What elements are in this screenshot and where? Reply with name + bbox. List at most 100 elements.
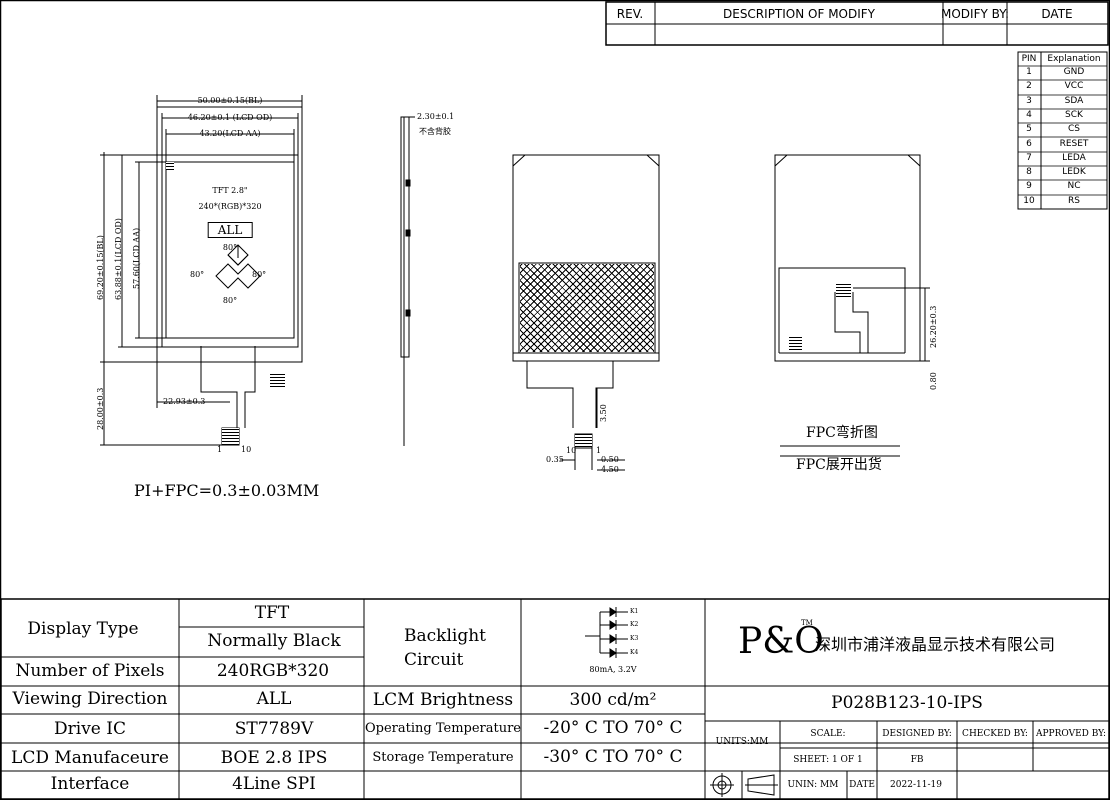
pin-number: 2 — [1026, 81, 1032, 92]
pin-function: SDA — [1064, 95, 1084, 106]
pin-number: 10 — [1023, 195, 1035, 206]
back-pin-10: 10 — [566, 446, 577, 455]
back-connector-pad — [575, 434, 592, 447]
viewing-label: Viewing Direction — [12, 689, 168, 709]
pin-number: 3 — [1026, 95, 1032, 106]
display-type-value-tft: TFT — [254, 603, 290, 623]
pixels-label: Number of Pixels — [15, 661, 165, 681]
screen-resolution: 240*(RGB)*320 — [198, 202, 262, 211]
dim-od-width: 46.20±0.1 (LCD OD) — [187, 113, 273, 122]
backlight-circuit-label: Backlight Circuit — [404, 626, 486, 670]
thickness-value: 2.30±0.1 — [417, 112, 455, 121]
unin-label: UNIN: MM — [787, 780, 839, 790]
angle-bottom: 80° — [222, 296, 238, 305]
corner-pad — [166, 162, 174, 170]
thickness-note: 不含背胶 — [419, 127, 451, 136]
dim-0-50: 0.50 — [601, 455, 619, 464]
st-temp-label: Storage Temperature — [372, 750, 514, 765]
scale-label: SCALE: — [810, 729, 846, 739]
pin-function: GND — [1063, 67, 1085, 77]
bent-connector-pad — [789, 337, 802, 350]
pin-number: 6 — [1026, 138, 1032, 149]
backlight-note: 80mA, 3.2V — [589, 665, 637, 674]
led-k1: K1 — [630, 608, 639, 615]
viewing-value: ALL — [256, 689, 292, 709]
fpc-ic-pad — [270, 372, 285, 387]
pin-function: NC — [1067, 181, 1081, 192]
dim-4-50: 4.50 — [601, 465, 619, 474]
dim-aa-height: 57.60(LCD AA) — [132, 227, 141, 289]
drive-ic-label: Drive IC — [54, 719, 126, 739]
dim-26-20: 26.20±0.3 — [929, 305, 938, 348]
brightness-label: LCM Brightness — [372, 690, 514, 710]
angle-top: 80° — [222, 243, 238, 252]
pin-number: 1 — [1026, 67, 1032, 77]
date-label: DATE — [849, 780, 875, 790]
display-type-value-mode: Normally Black — [207, 631, 341, 651]
pin-number: 4 — [1026, 109, 1032, 120]
pin-function: SCK — [1065, 109, 1083, 120]
pin-function: LEDA — [1062, 152, 1086, 163]
pin-number: 9 — [1026, 181, 1032, 192]
interface-value: 4Line SPI — [232, 774, 316, 794]
logo-trademark: TM — [801, 619, 813, 627]
display-type-label: Display Type — [27, 619, 139, 639]
date-value: 2022-11-19 — [890, 780, 942, 790]
dim-fpc-offset: 22.93±0.3 — [163, 397, 206, 406]
sheet-label: SHEET: 1 OF 1 — [793, 755, 863, 765]
brightness-value: 300 cd/m² — [569, 690, 657, 710]
drive-ic-value: ST7789V — [234, 719, 314, 739]
pin-function: VCC — [1064, 81, 1084, 92]
manufacturer-value: BOE 2.8 IPS — [220, 748, 328, 768]
op-temp-label: Operating Temperature — [364, 721, 522, 736]
fpc-bent-label: FPC弯折图 — [806, 425, 878, 441]
manufacturer-label: LCD Manufaceure — [11, 748, 169, 768]
part-number: P028B123-10-IPS — [831, 693, 983, 713]
interface-label: Interface — [50, 774, 130, 794]
backlight-hatch-area — [520, 264, 654, 352]
dim-aa-width: 43.20(LCD AA) — [199, 129, 261, 138]
st-temp-value: -30° C TO 70° C — [543, 747, 683, 767]
led-k3: K3 — [630, 635, 639, 642]
pin-number: 5 — [1026, 124, 1032, 135]
pin-function: RS — [1068, 195, 1080, 206]
company-logo: P&O — [738, 621, 824, 662]
pin-function: CS — [1068, 124, 1080, 135]
angle-right: 80° — [252, 270, 267, 279]
fpc-flat-label: FPC展开出货 — [796, 457, 882, 473]
back-pin-1: 1 — [596, 446, 602, 455]
screen-title: TFT 2.8" — [212, 186, 248, 195]
pin-number: 8 — [1026, 167, 1032, 178]
company-name: 深圳市浦洋液晶显示技术有限公司 — [815, 635, 1056, 654]
pixels-value: 240RGB*320 — [216, 661, 330, 681]
dim-0-35: 0.35 — [546, 455, 564, 464]
designer-name: FB — [910, 755, 924, 765]
dim-bl-width: 50.00±0.15(BL) — [197, 96, 263, 105]
dim-3-50: 3.50 — [599, 404, 608, 422]
date-header: DATE — [1041, 7, 1073, 21]
led-k2: K2 — [630, 621, 639, 628]
checked-by-label: CHECKED BY: — [962, 729, 1028, 739]
pin-number: 7 — [1026, 152, 1032, 163]
units-label: UNITS:MM — [715, 737, 769, 747]
dim-fpc-length: 28.00±0.3 — [96, 387, 105, 430]
pin-function: RESET — [1059, 138, 1089, 149]
screen-view-box: ALL — [207, 222, 253, 238]
op-temp-value: -20° C TO 70° C — [543, 718, 683, 738]
pin-header: PIN — [1021, 54, 1037, 64]
fpc-connector-pad — [222, 428, 239, 445]
fpc-pin-first: 1 — [217, 445, 223, 454]
description-header: DESCRIPTION OF MODIFY — [722, 7, 876, 21]
designed-by-label: DESIGNED BY: — [882, 729, 952, 739]
thickness-label: PI+FPC=0.3±0.03MM — [134, 481, 320, 500]
modify-by-header: MODIFY BY: — [941, 7, 1009, 21]
explanation-header: Explanation — [1047, 54, 1101, 64]
dim-0-80: 0.80 — [929, 372, 938, 390]
pin-function: LEDK — [1062, 167, 1086, 178]
bent-ic-pad — [836, 282, 851, 297]
dim-od-height: 63.88±0.1(LCD OD) — [114, 218, 123, 300]
angle-left: 80° — [190, 270, 205, 279]
rev-header: REV. — [616, 7, 644, 21]
dim-bl-height: 69.20±0.15(BL) — [96, 235, 105, 300]
